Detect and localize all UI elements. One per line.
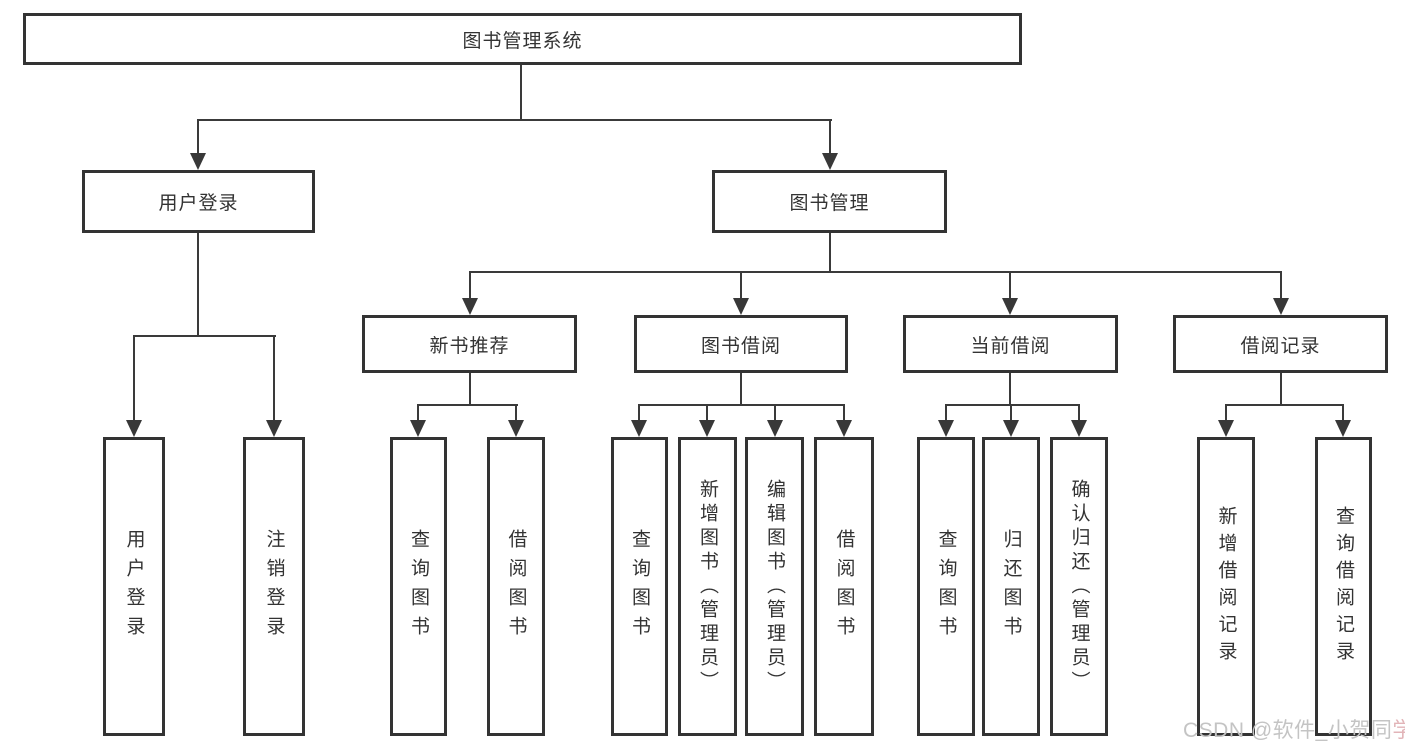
node-leaf-logout: 注销登录 — [243, 437, 305, 736]
node-leaf-borrow-books-2-label: 借阅图书 — [833, 528, 855, 645]
arrow-down-icon — [462, 298, 478, 315]
node-leaf-query-borrow-record: 查询借阅记录 — [1315, 437, 1372, 736]
arrow-down-icon — [1218, 420, 1234, 437]
node-leaf-confirm-return-admin-label: 确认归还（管理员） — [1068, 478, 1090, 695]
arrow-down-icon — [1273, 298, 1289, 315]
connector-line — [829, 233, 831, 273]
node-leaf-borrow-books-1-label: 借阅图书 — [505, 528, 527, 645]
connector-line — [133, 337, 135, 421]
node-leaf-return-books: 归还图书 — [982, 437, 1040, 736]
connector-line — [417, 406, 419, 421]
node-leaf-edit-books-admin-label: 编辑图书（管理员） — [764, 478, 785, 695]
connector-line — [469, 271, 1282, 273]
connector-line — [774, 406, 776, 421]
arrow-down-icon — [938, 420, 954, 437]
connector-line — [638, 404, 845, 406]
connector-line — [1078, 406, 1080, 421]
connector-line — [1342, 406, 1344, 421]
connector-line — [740, 373, 742, 406]
arrow-down-icon — [266, 420, 282, 437]
node-user-login: 用户登录 — [82, 170, 315, 233]
connector-line — [945, 406, 947, 421]
node-leaf-return-books-label: 归还图书 — [1000, 528, 1022, 645]
arrow-down-icon — [631, 420, 647, 437]
arrow-down-icon — [836, 420, 852, 437]
connector-line — [417, 404, 518, 406]
node-leaf-borrow-books-1: 借阅图书 — [487, 437, 545, 736]
connector-line — [197, 119, 832, 121]
node-leaf-query-borrow-record-label: 查询借阅记录 — [1333, 505, 1354, 668]
arrow-down-icon — [126, 420, 142, 437]
connector-line — [1009, 273, 1011, 299]
node-current-borrow: 当前借阅 — [903, 315, 1118, 373]
arrow-down-icon — [1335, 420, 1351, 437]
node-leaf-edit-books-admin: 编辑图书（管理员） — [745, 437, 804, 736]
node-leaf-user-login-label: 用户登录 — [123, 528, 145, 645]
connector-line — [1010, 406, 1012, 421]
connector-line — [197, 121, 199, 154]
node-borrow-records: 借阅记录 — [1173, 315, 1388, 373]
arrow-down-icon — [508, 420, 524, 437]
node-root-label: 图书管理系统 — [462, 30, 583, 52]
node-leaf-add-books-admin-label: 新增图书（管理员） — [697, 478, 718, 695]
node-leaf-borrow-books-2: 借阅图书 — [814, 437, 874, 736]
node-book-borrow: 图书借阅 — [634, 315, 848, 373]
node-leaf-query-books-1: 查询图书 — [390, 437, 447, 736]
node-leaf-confirm-return-admin: 确认归还（管理员） — [1050, 437, 1108, 736]
csdn-watermark-text: CSDN @软件_小贺同 — [1183, 719, 1393, 742]
arrow-down-icon — [699, 420, 715, 437]
node-leaf-add-books-admin: 新增图书（管理员） — [678, 437, 737, 736]
node-leaf-add-borrow-record: 新增借阅记录 — [1197, 437, 1255, 736]
arrow-down-icon — [1003, 420, 1019, 437]
node-leaf-logout-label: 注销登录 — [263, 528, 285, 645]
arrow-down-icon — [190, 153, 206, 170]
connector-line — [273, 337, 275, 421]
arrow-down-icon — [1071, 420, 1087, 437]
connector-line — [1280, 373, 1282, 406]
arrow-down-icon — [1002, 298, 1018, 315]
connector-line — [829, 121, 831, 154]
node-current-borrow-label: 当前借阅 — [970, 335, 1051, 357]
connector-line — [1009, 373, 1011, 406]
node-leaf-query-books-2-label: 查询图书 — [629, 528, 650, 645]
node-leaf-user-login: 用户登录 — [103, 437, 165, 736]
node-book-management: 图书管理 — [712, 170, 947, 233]
connector-line — [469, 373, 471, 406]
arrow-down-icon — [733, 298, 749, 315]
node-leaf-query-books-3: 查询图书 — [917, 437, 975, 736]
connector-line — [515, 406, 517, 421]
connector-line — [520, 65, 522, 121]
node-book-borrow-label: 图书借阅 — [700, 335, 781, 357]
node-new-book-recommend: 新书推荐 — [362, 315, 577, 373]
arrow-down-icon — [822, 153, 838, 170]
connector-line — [197, 233, 199, 337]
connector-line — [1225, 404, 1344, 406]
connector-line — [469, 273, 471, 299]
arrow-down-icon — [767, 420, 783, 437]
node-leaf-query-books-2: 查询图书 — [611, 437, 668, 736]
node-user-login-label: 用户登录 — [158, 193, 239, 214]
node-borrow-records-label: 借阅记录 — [1240, 335, 1321, 357]
connector-line — [133, 335, 276, 337]
node-book-management-label: 图书管理 — [789, 193, 870, 214]
node-leaf-add-borrow-record-label: 新增借阅记录 — [1215, 505, 1237, 668]
arrow-down-icon — [410, 420, 426, 437]
connector-line — [843, 406, 845, 421]
node-leaf-query-books-1-label: 查询图书 — [408, 528, 429, 645]
connector-line — [638, 406, 640, 421]
connector-line — [1225, 406, 1227, 421]
csdn-watermark-accent: 学 — [1392, 719, 1405, 742]
connector-line — [740, 273, 742, 299]
connector-line — [706, 406, 708, 421]
node-new-book-recommend-label: 新书推荐 — [429, 335, 510, 357]
connector-line — [945, 404, 1080, 406]
csdn-watermark: CSDN @软件_小贺同学 — [1183, 714, 1405, 744]
connector-line — [1280, 273, 1282, 299]
node-root: 图书管理系统 — [23, 13, 1022, 65]
node-leaf-query-books-3-label: 查询图书 — [935, 528, 957, 645]
